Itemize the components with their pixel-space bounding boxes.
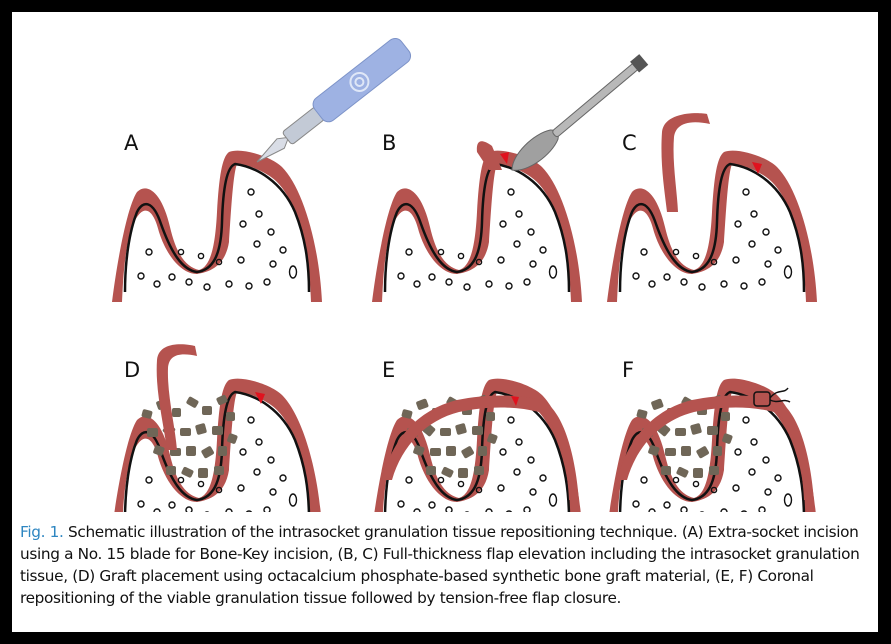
- panel-label-c: C: [622, 131, 637, 155]
- panel-a-socket: [112, 151, 322, 302]
- panel-c-socket: [607, 113, 817, 302]
- panel-label-a: A: [124, 131, 139, 155]
- panel-label-d: D: [124, 358, 140, 382]
- periosteal-elevator-icon: [505, 51, 651, 178]
- figure: A B C D E F: [12, 12, 878, 632]
- panel-d-socket: [112, 344, 322, 512]
- caption-text: Schematic illustration of the intrasocke…: [20, 523, 859, 607]
- figure-number: Fig. 1.: [20, 523, 64, 541]
- figure-caption: Fig. 1. Schematic illustration of the in…: [20, 521, 872, 609]
- panel-label-e: E: [382, 358, 395, 382]
- panel-label-f: F: [622, 358, 634, 382]
- panel-f-socket: [607, 379, 817, 512]
- panel-label-b: B: [382, 131, 396, 155]
- panel-e-socket: [372, 379, 582, 512]
- panel-b-socket: [372, 141, 582, 302]
- diagram: A B C D E F: [12, 12, 878, 512]
